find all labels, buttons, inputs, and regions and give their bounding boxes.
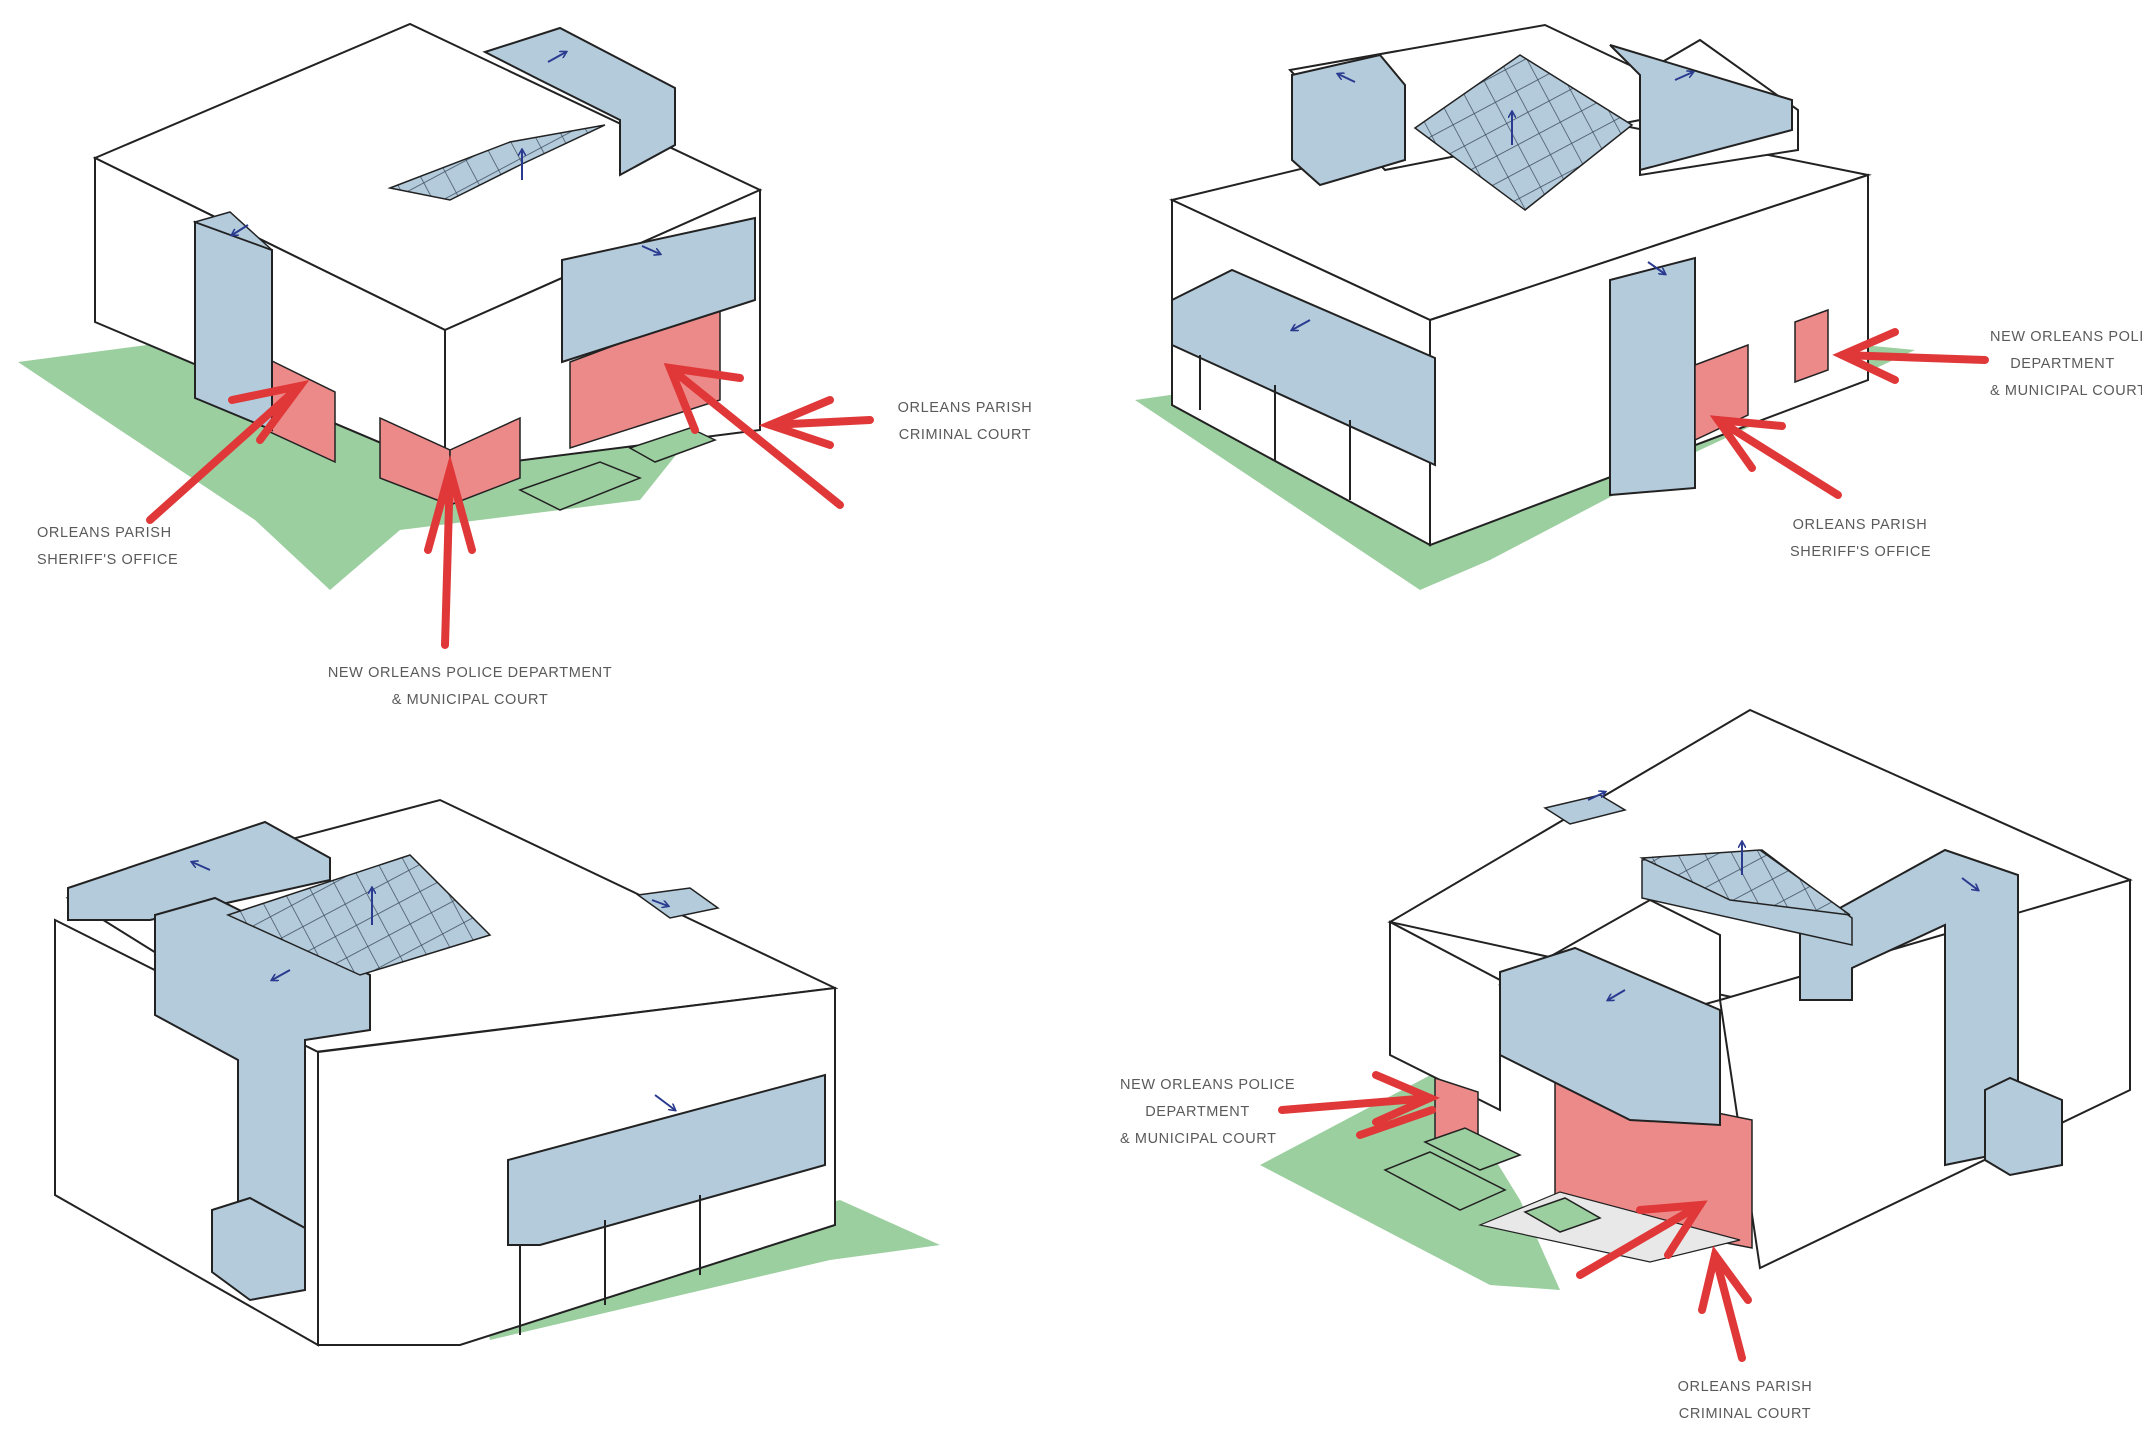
flow-arrow-icon — [1647, 261, 1665, 274]
planter — [628, 427, 717, 463]
flow-arrow-icon — [1674, 72, 1693, 81]
flow-arrow-icon — [1961, 877, 1978, 890]
skylight-grid — [1639, 849, 1851, 916]
skylight-grid — [387, 124, 606, 201]
flow-arrow-icon — [1292, 319, 1311, 330]
circulation-stair-base — [211, 1196, 306, 1302]
label-v2-sheriff: ORLEANS PARISH SHERIFF'S OFFICE — [1790, 517, 1932, 560]
west-facade — [1389, 920, 1501, 1112]
label-v1-nopd: NEW ORLEANS POLICE DEPARTMENT & MUNICIPA… — [327, 665, 613, 708]
entry-arrow-sheriff — [1709, 415, 1842, 499]
circulation-stair-east — [1984, 1076, 2063, 1177]
circulation-tower-east — [1609, 256, 1696, 497]
flow-arrow-icon — [547, 52, 566, 63]
circulation-roof-east — [636, 887, 720, 919]
flow-arrow-icon — [192, 862, 211, 871]
circulation-bridge-west — [1499, 946, 1721, 1127]
circulation-roof-north — [482, 26, 676, 177]
planter — [1383, 1151, 1507, 1211]
flow-arrow-icon — [654, 1094, 675, 1110]
entry-arrow-criminal-court — [663, 363, 874, 509]
flow-arrow-icon — [1608, 989, 1626, 1000]
circulation-tower-east — [1799, 848, 2019, 1167]
circulation-bridge-north — [1171, 268, 1436, 467]
entry-arrow-nopd — [424, 454, 476, 649]
label-v1-criminal-court: ORLEANS PARISH CRIMINAL COURT — [897, 400, 1033, 443]
flow-arrow-icon — [1587, 792, 1605, 801]
flow-arrow-icon — [272, 969, 291, 980]
label-v2-nopd: NEW ORLEANS POLICE DEPARTMENT & MUNICIPA… — [1990, 329, 2142, 399]
label-v4-nopd: NEW ORLEANS POLICE DEPARTMENT & MUNICIPA… — [1120, 1077, 1296, 1147]
diagram-view-2 — [1135, 23, 1989, 590]
flow-arrow-icon — [232, 224, 249, 235]
entry-zone-nopd — [1794, 308, 1829, 384]
entry-arrow-sheriff — [146, 379, 310, 524]
planter — [518, 461, 643, 511]
skylight-grid — [225, 854, 492, 976]
entry-arrow-nopd — [1278, 1071, 1441, 1139]
planter — [1423, 1127, 1522, 1171]
circulation-bridge-south — [561, 216, 756, 364]
diagram-view-3 — [54, 798, 940, 1347]
entry-arrow-criminal-court — [1576, 1200, 1752, 1362]
circulation-roof-west — [67, 820, 331, 921]
flow-arrow-icon — [641, 245, 660, 254]
ground-floor-columns — [1199, 355, 1351, 500]
circulation-roof-north — [1543, 794, 1627, 825]
planter — [1523, 1197, 1602, 1233]
diagram-view-4 — [1260, 708, 2133, 1362]
flow-arrow-icon — [651, 899, 668, 906]
circulation-roof-west — [1291, 53, 1406, 187]
label-v4-criminal-court: ORLEANS PARISH CRIMINAL COURT — [1677, 1379, 1813, 1422]
skylight-grid — [1413, 54, 1634, 211]
label-v1-sheriff: ORLEANS PARISH SHERIFF'S OFFICE — [37, 525, 179, 568]
circulation-roof-east — [1609, 44, 1793, 172]
entry-arrow-nopd — [1832, 328, 1989, 384]
flow-arrow-icon — [1338, 74, 1356, 83]
ground-plane — [480, 1200, 940, 1340]
ground-floor-columns — [519, 1195, 701, 1335]
circulation-bridge-south — [507, 1073, 826, 1246]
diagram-view-1 — [18, 22, 874, 649]
entry-zone-sheriff — [1694, 343, 1749, 442]
